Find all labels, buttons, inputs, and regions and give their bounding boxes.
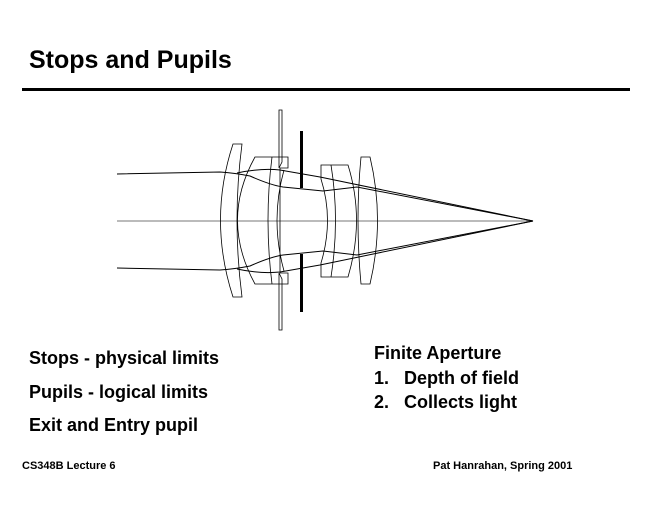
list-item-2: 2. Collects light (374, 392, 517, 413)
title-divider (22, 88, 630, 91)
list-text: Depth of field (404, 368, 519, 388)
lens-group-2 (237, 156, 289, 285)
bullet-stops: Stops - physical limits (29, 348, 220, 368)
slide-title: Stops and Pupils (29, 46, 232, 74)
footer-course: CS348B Lecture 6 (22, 460, 116, 472)
aperture-stop-black-top (300, 131, 303, 188)
list-text: Collects light (404, 392, 518, 412)
ray-top-1 (116, 171, 534, 222)
aperture-stop-black-bottom (300, 254, 303, 312)
footer-author: Pat Hanrahan, Spring 2001 (433, 460, 573, 472)
list-item-1: 1. Depth of field (374, 368, 519, 389)
bullet-exit-entry: Exit and Entry pupil (29, 415, 199, 435)
lens-element-1 (220, 143, 243, 298)
list-number: 1. (374, 368, 390, 388)
bullet-pupils: Pupils - logical limits (29, 382, 209, 402)
finite-aperture-heading: Finite Aperture (374, 343, 502, 363)
aperture-stop-open (278, 109, 283, 331)
ray-bottom-2 (236, 220, 534, 274)
list-number: 2. (374, 392, 390, 412)
ray-top-2 (236, 168, 534, 222)
ray-bottom-1 (116, 220, 534, 271)
lens-group-3 (320, 164, 357, 278)
